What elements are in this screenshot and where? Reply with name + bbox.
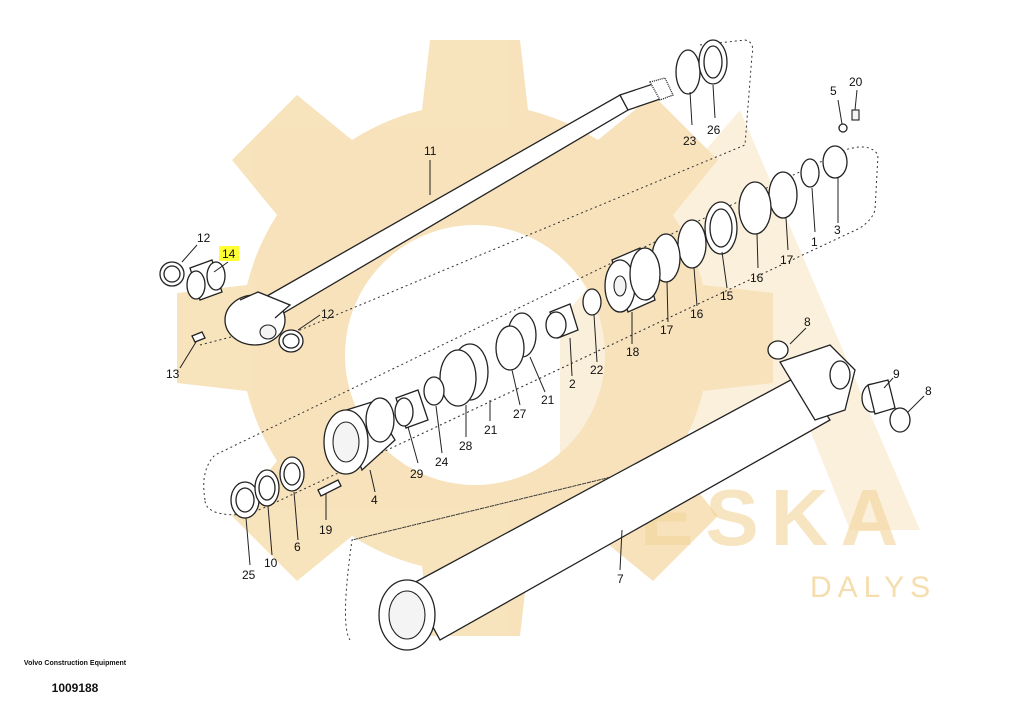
callout-3[interactable]: 3 xyxy=(834,223,841,237)
callout-1[interactable]: 1 xyxy=(811,235,818,249)
callout-12-upper[interactable]: 12 xyxy=(197,231,211,245)
callout-22[interactable]: 22 xyxy=(590,363,604,377)
callout-11[interactable]: 11 xyxy=(424,144,437,158)
callout-8-upper[interactable]: 8 xyxy=(804,315,811,329)
head-seals-lower xyxy=(230,456,342,519)
callout-17-lower[interactable]: 17 xyxy=(660,323,674,337)
callout-15[interactable]: 15 xyxy=(720,289,734,303)
manufacturer-label: Volvo Construction Equipment xyxy=(23,660,127,667)
callout-17-upper[interactable]: 17 xyxy=(780,253,794,267)
callout-25[interactable]: 25 xyxy=(242,568,256,582)
watermark-sub: DALYS xyxy=(810,571,936,604)
callout-12-lower[interactable]: 12 xyxy=(321,307,335,321)
highlight-part-14 xyxy=(219,246,239,261)
callout-27[interactable]: 27 xyxy=(513,407,527,421)
callout-18[interactable]: 18 xyxy=(626,345,640,359)
callout-29[interactable]: 29 xyxy=(410,467,424,481)
rod-eye-parts xyxy=(159,259,304,353)
callout-19[interactable]: 19 xyxy=(319,523,333,537)
callout-7[interactable]: 7 xyxy=(617,572,624,586)
callout-6[interactable]: 6 xyxy=(294,540,301,554)
callout-10[interactable]: 10 xyxy=(264,556,278,570)
piston-assembly xyxy=(394,247,661,429)
callout-28[interactable]: 28 xyxy=(459,439,473,453)
callout-13[interactable]: 13 xyxy=(166,367,180,381)
cylinder-head xyxy=(323,397,396,475)
callout-23[interactable]: 23 xyxy=(683,134,697,148)
callout-21-left[interactable]: 21 xyxy=(484,423,498,437)
callout-16-lower[interactable]: 16 xyxy=(690,307,704,321)
callout-5[interactable]: 5 xyxy=(830,84,837,98)
callout-26[interactable]: 26 xyxy=(707,123,721,137)
callout-24[interactable]: 24 xyxy=(435,455,449,469)
callout-4[interactable]: 4 xyxy=(371,493,378,507)
cylinder-tube xyxy=(378,340,911,651)
assembly-boundary-lines xyxy=(199,39,879,641)
piston-rod xyxy=(224,77,674,346)
callout-20[interactable]: 20 xyxy=(849,75,863,89)
callout-16-upper[interactable]: 16 xyxy=(750,271,764,285)
callout-21-right[interactable]: 21 xyxy=(541,393,555,407)
callout-8-lower[interactable]: 8 xyxy=(925,384,932,398)
callout-14[interactable]: 14 xyxy=(222,247,236,261)
callout-2[interactable]: 2 xyxy=(569,377,576,391)
leader-lines xyxy=(179,84,925,571)
seal-kit-upper xyxy=(651,39,860,283)
callout-9[interactable]: 9 xyxy=(893,367,900,381)
drawing-number: 1009188 xyxy=(51,681,99,695)
callout-labels: 11 12 14 12 13 23 26 5 20 3 1 17 16 15 1… xyxy=(166,75,932,586)
